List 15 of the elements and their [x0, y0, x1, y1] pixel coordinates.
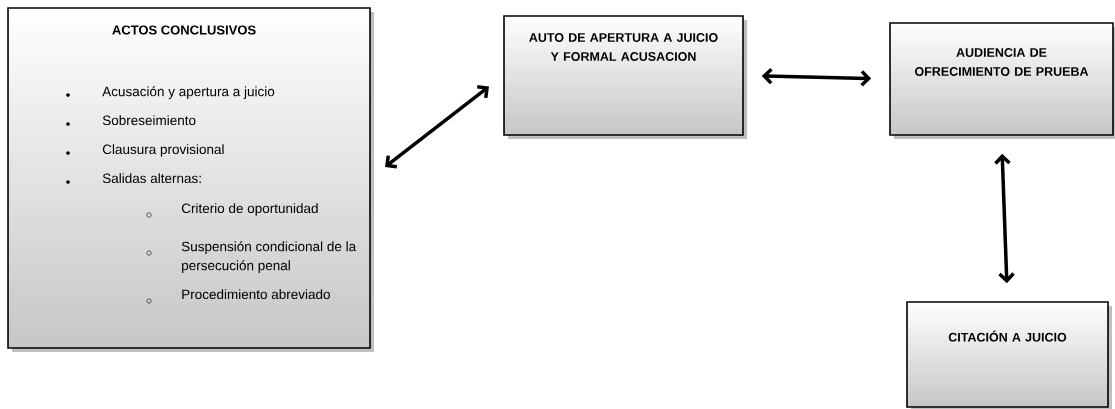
- double-arrow: [385, 85, 489, 169]
- list-box: [7, 7, 374, 352]
- list-item: Salidas alternas:: [102, 173, 201, 184]
- double-arrow: [761, 67, 872, 87]
- list-item: Acusación y apertura a juicio: [102, 86, 275, 99]
- process-box: CITACIÓN A JUICIO: [906, 301, 1112, 409]
- list-item: Criterio de oportunidad: [181, 203, 318, 216]
- heading: ACTOS CONCLUSIVOS: [112, 25, 256, 35]
- list-item: Suspensión condicional de la persecución penal: [181, 241, 357, 273]
- process-box: AUTO DE APERTURA A JUICIO Y FORMAL ACUSACION: [503, 15, 747, 139]
- list-item: Clausura provisional: [102, 144, 224, 157]
- double-arrow: [994, 153, 1015, 284]
- list-item: Procedimiento abreviado: [182, 289, 330, 300]
- list-item: Sobreseimiento: [102, 115, 196, 126]
- process-box: AUDIENCIA DE OFRECIMIENTO DE PRUEBA: [889, 22, 1115, 139]
